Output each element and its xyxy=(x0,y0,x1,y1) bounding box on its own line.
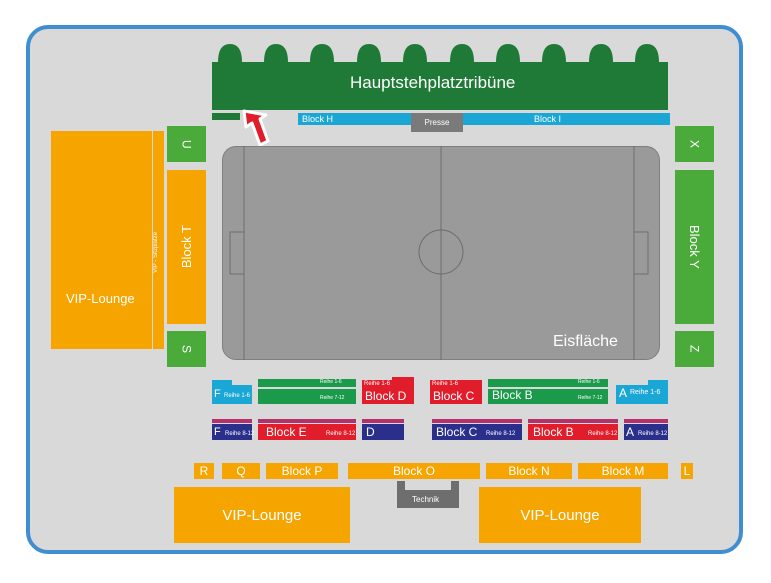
block-h-label: Block H xyxy=(302,114,334,124)
block-x-label: X xyxy=(687,139,702,148)
block-e-stripe xyxy=(258,419,356,423)
block-b-upper-bottom[interactable] xyxy=(488,389,608,404)
rink-markings xyxy=(229,146,649,360)
vip-seats-strip[interactable] xyxy=(152,131,164,349)
vip-lounge-left-label: VIP-Lounge xyxy=(66,291,135,306)
block-a-lower-letter: A xyxy=(626,425,635,439)
block-z[interactable]: Z xyxy=(675,331,714,367)
block-c-lower[interactable] xyxy=(432,424,522,440)
block-s[interactable]: S xyxy=(167,331,206,367)
block-b-lower-label: Block B xyxy=(533,425,574,439)
block-f-lower[interactable] xyxy=(212,424,252,440)
block-f-upper-letter: F xyxy=(214,388,221,400)
vip-lounge-bottom-right[interactable]: VIP-Lounge xyxy=(479,487,641,543)
block-m[interactable]: Block M xyxy=(578,463,668,479)
vip-seats-label: VIP - Sitzplätze xyxy=(153,232,159,273)
block-d-lower[interactable] xyxy=(362,424,404,440)
block-d-upper[interactable] xyxy=(362,380,414,404)
block-a-upper-rows: Reihe 1-6 xyxy=(630,389,661,396)
green-left-top-rows: Reihe 1-6 xyxy=(320,379,342,385)
block-b-upper-top[interactable] xyxy=(488,379,608,387)
block-d-upper-label: Block D xyxy=(365,389,407,403)
block-c-upper[interactable] xyxy=(430,380,482,404)
green-left-bottom-rows: Reihe 7-12 xyxy=(320,395,345,401)
block-n[interactable]: Block N xyxy=(486,463,572,479)
block-c-upper-label: Block C xyxy=(433,389,475,403)
block-a-lower-rows: Reihe 8-12 xyxy=(638,431,668,437)
block-b-upper-rows-top: Reihe 1-6 xyxy=(578,379,600,385)
vip-lounge-bottom-left[interactable]: VIP-Lounge xyxy=(174,487,350,543)
block-u-label: U xyxy=(179,139,194,149)
main-stand-edge xyxy=(212,113,240,120)
main-stand[interactable] xyxy=(212,44,668,114)
block-l[interactable]: L xyxy=(681,463,693,479)
block-b-lower-stripe xyxy=(528,419,618,423)
block-h-i-strip[interactable] xyxy=(298,113,670,125)
block-b-lower-rows: Reihe 8-12 xyxy=(588,431,618,437)
block-b-upper-rows-bottom: Reihe 7-12 xyxy=(578,395,603,401)
main-stand-label: Hauptstehplatztribüne xyxy=(350,73,516,92)
vip-lounge-left[interactable] xyxy=(51,131,164,349)
block-f-lower-rows: Reihe 8-12 xyxy=(225,431,255,437)
block-a-lower[interactable] xyxy=(624,424,668,440)
block-q[interactable]: Q xyxy=(222,463,260,479)
block-c-lower-rows: Reihe 8-12 xyxy=(486,431,516,437)
ice-label: Eisfläche xyxy=(553,333,618,350)
press-box[interactable]: Presse xyxy=(411,113,463,132)
block-d-lower-stripe xyxy=(362,419,404,423)
block-s-label: S xyxy=(179,344,194,353)
block-f-lower-stripe xyxy=(212,419,252,423)
block-e[interactable] xyxy=(258,424,356,440)
block-y[interactable]: Block Y xyxy=(675,170,714,324)
block-t[interactable]: Block T xyxy=(167,170,206,324)
entrance-arrow-icon xyxy=(242,109,270,147)
green-left-top[interactable] xyxy=(258,379,356,387)
block-a-upper-notch xyxy=(616,380,648,385)
block-i-label: Block I xyxy=(534,114,562,124)
block-c-upper-rows: Reihe 1-6 xyxy=(432,381,459,387)
block-e-rows: Reihe 8-12 xyxy=(326,431,356,437)
technik-label: Technik xyxy=(412,495,440,504)
technik-notch xyxy=(405,481,451,490)
block-a-upper-letter: A xyxy=(619,386,628,400)
block-p[interactable]: Block P xyxy=(266,463,338,479)
block-f-upper-notch xyxy=(232,380,252,385)
block-d-upper-rows: Reihe 1-6 xyxy=(364,381,391,387)
block-t-label: Block T xyxy=(179,225,194,269)
green-left-bottom[interactable] xyxy=(258,389,356,404)
block-r[interactable]: R xyxy=(194,463,214,479)
block-e-label: Block E xyxy=(266,425,307,439)
block-u[interactable]: U xyxy=(167,126,206,162)
block-c-lower-label: Block C xyxy=(436,425,478,439)
block-f-lower-letter: F xyxy=(214,426,221,438)
block-x[interactable]: X xyxy=(675,126,714,162)
block-c-lower-stripe xyxy=(432,419,522,423)
block-y-label: Block Y xyxy=(687,225,702,269)
block-b-lower[interactable] xyxy=(528,424,618,440)
block-b-upper-label: Block B xyxy=(492,388,533,402)
block-d-lower-label: D xyxy=(366,425,375,439)
block-z-label: Z xyxy=(687,345,702,353)
block-o[interactable]: Block O xyxy=(348,463,480,479)
block-d-upper-step xyxy=(392,377,414,381)
block-f-upper-rows: Reihe 1-6 xyxy=(224,393,251,399)
block-a-lower-stripe xyxy=(624,419,668,423)
